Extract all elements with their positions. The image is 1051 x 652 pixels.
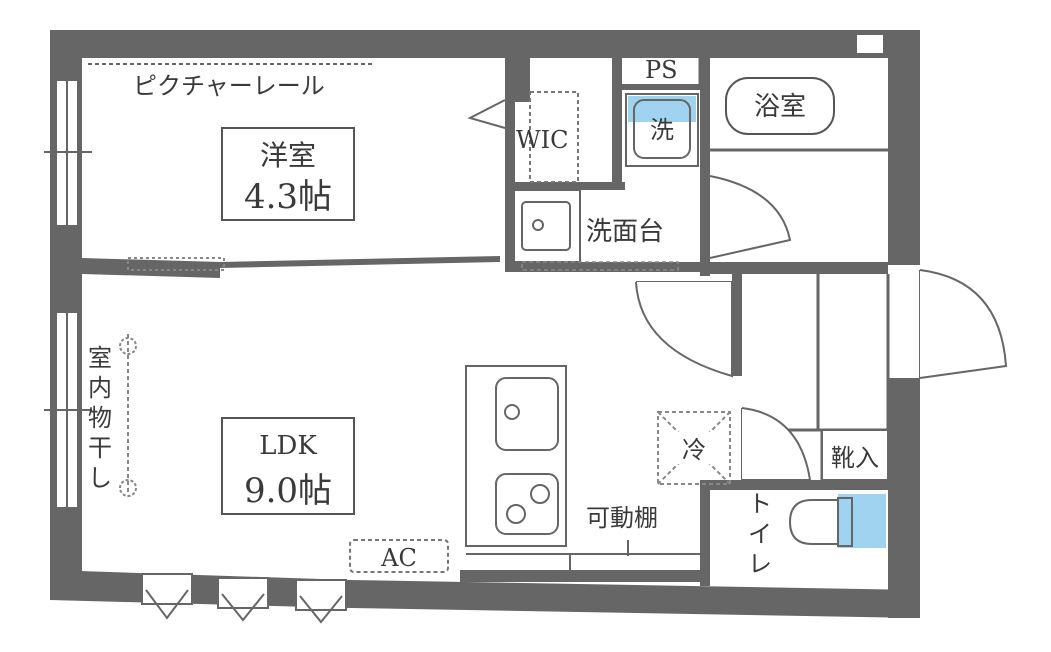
ac-label: AC <box>380 544 417 572</box>
window-west-lower <box>44 311 92 509</box>
wic-dashed-outline <box>529 91 579 183</box>
washer-inner <box>633 99 691 159</box>
kitchen-counter <box>465 365 567 547</box>
shoe-cabinet-label: 靴入 <box>831 444 879 472</box>
bath-label-box <box>725 77 835 135</box>
fridge-label-bg <box>676 432 712 464</box>
shoe-cabinet <box>821 429 889 481</box>
vertical-char: 物 <box>88 404 112 432</box>
toilet-label: トイレ <box>748 490 772 578</box>
washstand-drain <box>532 219 544 231</box>
western-room-size: 4.3帖 <box>244 177 332 217</box>
drying-hook-bottom <box>119 479 137 497</box>
ldk-name: LDK <box>259 431 317 461</box>
window-south-vents <box>141 573 347 624</box>
shelf-label: 可動棚 <box>586 504 658 532</box>
bath-door <box>709 175 792 259</box>
vertical-char: レ <box>748 550 772 578</box>
ldk-door <box>635 281 733 378</box>
western-room-name: 洋室 <box>260 139 316 172</box>
ldk-size: 9.0帖 <box>244 471 332 511</box>
toilet-fixture <box>788 494 886 548</box>
washstand-dashed <box>521 261 679 271</box>
window-north-right <box>855 33 885 55</box>
vertical-char: 室 <box>88 344 112 372</box>
washer-label: 洗 <box>650 116 674 144</box>
western-room-box <box>221 127 355 221</box>
bath-label: 浴室 <box>754 92 806 122</box>
vertical-char: 干 <box>88 434 112 462</box>
wic-label: WIC <box>516 126 569 154</box>
picture-rail-label: ピクチャーレール <box>133 72 325 100</box>
vertical-char: し <box>88 464 112 492</box>
washstand-label: 洗面台 <box>586 217 664 247</box>
front-door <box>919 269 1008 379</box>
washstand-basin <box>521 201 571 251</box>
ac-box <box>349 539 449 573</box>
fridge-label: 冷 <box>682 436 706 464</box>
toilet-door <box>741 407 812 481</box>
vertical-char: イ <box>748 520 772 548</box>
wic-door-swing <box>467 99 506 129</box>
ps-label: PS <box>645 56 678 84</box>
vertical-char: 内 <box>88 374 112 402</box>
interior-walls <box>82 56 888 586</box>
indoor-drying-label: 室内物干し <box>88 344 112 492</box>
vertical-char: ト <box>748 490 772 518</box>
window-west-upper <box>44 79 92 227</box>
ldk-box <box>221 417 355 515</box>
western-storage-dashed <box>127 257 225 271</box>
drying-hook-top <box>119 337 137 355</box>
